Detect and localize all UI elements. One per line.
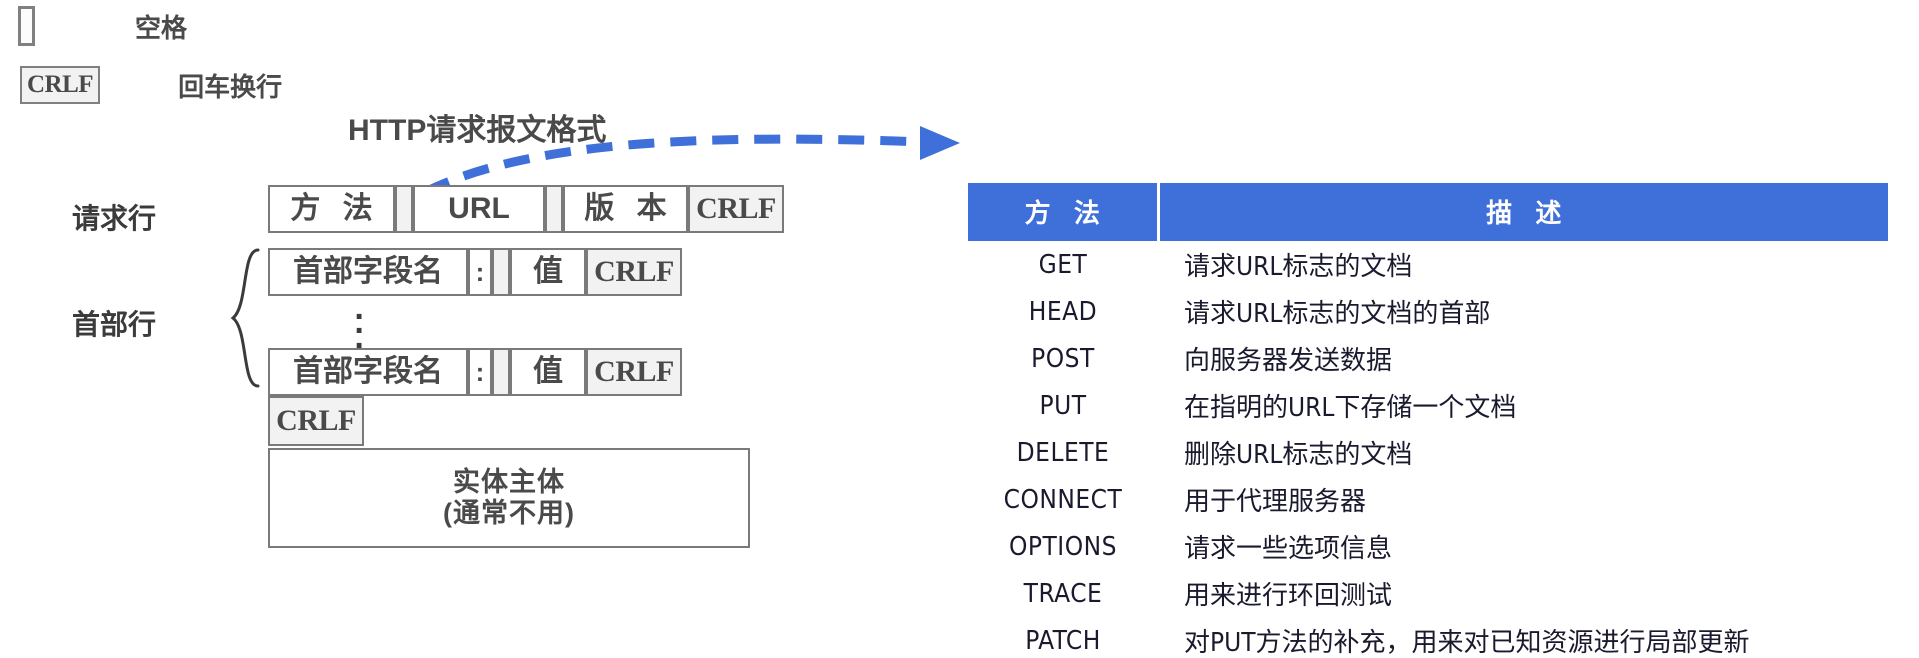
cell-header-crlf-2: CRLF bbox=[586, 348, 682, 396]
table-header-row: 方 法 描 述 bbox=[968, 183, 1888, 241]
dashed-arrow-icon bbox=[423, 126, 960, 197]
cell-space-1 bbox=[395, 185, 413, 233]
cell-header-colon-2: : bbox=[468, 348, 492, 396]
table-row: HEAD 请求URL标志的文档的首部 bbox=[968, 288, 1888, 335]
cell-header-field-name-1: 首部字段名 bbox=[268, 248, 468, 296]
cell-request-crlf: CRLF bbox=[688, 185, 784, 233]
table-row: POST 向服务器发送数据 bbox=[968, 335, 1888, 382]
cell-header-value-1: 值 bbox=[510, 248, 586, 296]
space-glyph-icon bbox=[18, 6, 35, 46]
method-table: 方 法 描 述 GET 请求URL标志的文档 HEAD 请求URL标志的文档的首… bbox=[968, 183, 1888, 658]
cell-method-name: HEAD bbox=[1028, 296, 1098, 327]
curly-brace-icon bbox=[230, 248, 260, 388]
cell-url: URL bbox=[413, 185, 545, 233]
table-header-method: 方 法 bbox=[968, 183, 1160, 241]
cell-header-space-1 bbox=[492, 248, 510, 296]
legend-crlf-label: 回车换行 bbox=[178, 71, 283, 102]
page-title: HTTP请求报文格式 bbox=[348, 114, 607, 147]
entity-body-line-1: 实体主体 bbox=[453, 467, 565, 497]
label-header-lines: 首部行 bbox=[72, 309, 157, 340]
cell-method-name: GET bbox=[1038, 249, 1088, 280]
crlf-glyph-icon: CRLF bbox=[20, 66, 101, 104]
cell-method-desc: 向服务器发送数据 bbox=[1184, 346, 1393, 376]
cell-method-desc: 用于代理服务器 bbox=[1184, 487, 1367, 517]
cell-method-name: TRACE bbox=[1023, 578, 1103, 609]
cell-method-name: PATCH bbox=[1025, 625, 1101, 656]
cell-method: 方 法 bbox=[268, 185, 395, 233]
cell-space-2 bbox=[545, 185, 563, 233]
table-row: TRACE 用来进行环回测试 bbox=[968, 570, 1888, 617]
table-row: DELETE 删除URL标志的文档 bbox=[968, 429, 1888, 476]
cell-method-desc: 用来进行环回测试 bbox=[1184, 581, 1393, 611]
cell-header-field-name-2: 首部字段名 bbox=[268, 348, 468, 396]
cell-blank-line-crlf: CRLF bbox=[268, 396, 364, 446]
table-row: PATCH 对PUT方法的补充，用来对已知资源进行局部更新 bbox=[968, 617, 1888, 658]
cell-version: 版 本 bbox=[563, 185, 688, 233]
table-row: GET 请求URL标志的文档 bbox=[968, 241, 1888, 288]
cell-entity-body: 实体主体 (通常不用) bbox=[268, 448, 750, 548]
legend-item-crlf: CRLF 回车换行 bbox=[20, 66, 282, 104]
cell-method-name: OPTIONS bbox=[1009, 531, 1117, 562]
cell-method-desc: 请求一些选项信息 bbox=[1184, 534, 1393, 564]
cell-method-name: CONNECT bbox=[1003, 484, 1123, 515]
table-row: CONNECT 用于代理服务器 bbox=[968, 476, 1888, 523]
cell-header-colon-1: : bbox=[468, 248, 492, 296]
cell-method-desc: 对PUT方法的补充，用来对已知资源进行局部更新 bbox=[1184, 628, 1750, 658]
cell-method-name: PUT bbox=[1039, 390, 1087, 421]
cell-method-name: DELETE bbox=[1016, 437, 1110, 468]
table-row: OPTIONS 请求一些选项信息 bbox=[968, 523, 1888, 570]
cell-method-desc: 请求URL标志的文档 bbox=[1184, 252, 1413, 282]
entity-body-line-2: (通常不用) bbox=[443, 498, 575, 528]
legend-item-space: 空格 bbox=[18, 6, 187, 46]
cell-method-desc: 删除URL标志的文档 bbox=[1184, 440, 1413, 470]
cell-method-name: POST bbox=[1031, 343, 1095, 374]
label-request-line: 请求行 bbox=[72, 203, 157, 234]
legend-space-label: 空格 bbox=[135, 12, 188, 43]
table-row: PUT 在指明的URL下存储一个文档 bbox=[968, 382, 1888, 429]
cell-header-crlf-1: CRLF bbox=[586, 248, 682, 296]
cell-header-space-2 bbox=[492, 348, 510, 396]
table-header-description: 描 述 bbox=[1158, 183, 1888, 241]
cell-method-desc: 在指明的URL下存储一个文档 bbox=[1184, 393, 1517, 423]
cell-header-value-2: 值 bbox=[510, 348, 586, 396]
cell-method-desc: 请求URL标志的文档的首部 bbox=[1184, 299, 1491, 329]
vertical-ellipsis-icon: ··· bbox=[354, 298, 366, 365]
